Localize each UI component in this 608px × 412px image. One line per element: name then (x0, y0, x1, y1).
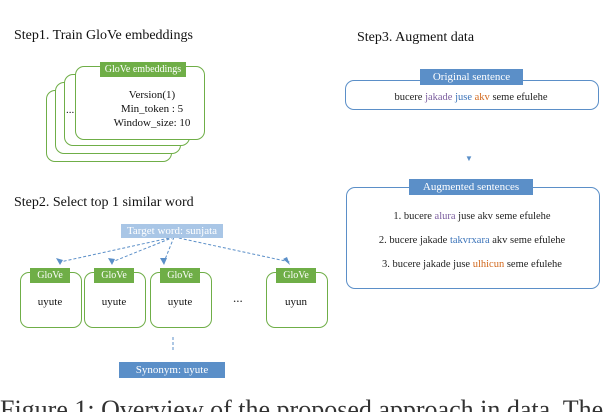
original-word-jakade: jakade (425, 92, 453, 103)
augmented-sentence-1: 1. bucere alura juse akv seme efulehe (393, 211, 551, 222)
augmented-word-2: takvrxara (449, 235, 490, 246)
augmented-sentence-3: 3. bucere jakade juse ulhicun seme efule… (382, 259, 562, 270)
glove-model-word-3: uyute (167, 296, 193, 308)
original-word-juse: juse (455, 92, 473, 103)
synonym-label: Synonym: uyute (119, 362, 225, 378)
augmented-sentence-2: 2. bucere jakade takvrxara akv seme eful… (378, 235, 566, 246)
arrowhead-1 (56, 258, 63, 265)
augmented-sentences-box (346, 187, 600, 289)
glove-model-label-4: GloVe (276, 268, 316, 283)
connector-to-glove-3 (163, 236, 175, 263)
step2-title: Step2. Select top 1 similar word (14, 195, 194, 210)
glove-model-word-1: uyute (37, 296, 63, 308)
embedding-window-size: Window_size: 10 (113, 117, 191, 129)
original-sentence: bucere jakade juse akv seme efulehe (394, 92, 548, 103)
original-sentence-label: Original sentence (420, 69, 523, 85)
glove-embeddings-label: GloVe embeddings (100, 62, 186, 77)
glove-model-label-1: GloVe (30, 268, 70, 283)
augmented-sentences-label: Augmented sentences (409, 179, 533, 195)
arrowhead-3 (160, 258, 167, 265)
glove-model-label-3: GloVe (160, 268, 200, 283)
glove-model-word-4: uyun (285, 296, 307, 308)
connector-to-glove-2 (111, 236, 175, 263)
embedding-version: Version(1) (128, 89, 176, 101)
glove-model-word-2: uyute (101, 296, 127, 308)
original-word-akv: akv (474, 92, 490, 103)
glove-model-label-2: GloVe (94, 268, 134, 283)
arrowhead-4 (283, 257, 290, 265)
augmented-word-1: alura (434, 211, 456, 222)
augmented-word-3: ulhicun (472, 259, 505, 270)
step3-title: Step3. Augment data (357, 30, 475, 45)
figure-caption: Figure 1: Overview of the proposed appro… (0, 395, 604, 412)
embedding-box-front (75, 66, 205, 140)
connector-to-glove-1 (59, 236, 175, 263)
embedding-min-token: Min_token : 5 (120, 103, 184, 115)
arrowhead-2 (108, 258, 115, 265)
connector-to-glove-4 (173, 236, 291, 263)
original-sentence-box (345, 80, 599, 110)
step1-title: Step1. Train GloVe embeddings (14, 28, 193, 43)
target-word-label: Target word: sunjata (121, 224, 223, 238)
models-ellipsis: ... (233, 290, 243, 305)
flow-arrow-icon: ▼ (465, 154, 473, 163)
stack-dots: ... (66, 104, 75, 116)
